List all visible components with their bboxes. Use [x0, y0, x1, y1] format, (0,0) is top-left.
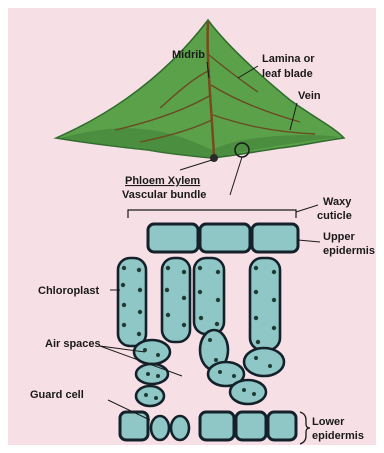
label-waxy-line1: Waxy: [323, 196, 352, 208]
label-vein: Vein: [298, 90, 321, 102]
label-phloem-xylem: Phloem Xylem: [125, 175, 200, 187]
label-chloroplast: Chloroplast: [38, 285, 99, 297]
upper-epidermis: [148, 224, 298, 252]
label-lower-line2: epidermis: [312, 430, 364, 442]
label-midrib: Midrib: [172, 49, 205, 61]
label-vascular-bundle: Vascular bundle: [122, 189, 206, 201]
label-air-spaces: Air spaces: [45, 338, 101, 350]
label-upper-line2: epidermis: [323, 245, 375, 257]
label-lamina-line2: leaf blade: [262, 68, 313, 80]
label-waxy-line2: cuticle: [317, 210, 352, 222]
label-lower-line1: Lower: [312, 416, 345, 428]
label-upper-line1: Upper: [323, 231, 356, 243]
lower-epidermis: [120, 412, 296, 440]
vascular-bundle-dot: [210, 154, 218, 162]
label-lamina-line1: Lamina or: [262, 53, 315, 65]
label-guard-cell: Guard cell: [30, 389, 84, 401]
